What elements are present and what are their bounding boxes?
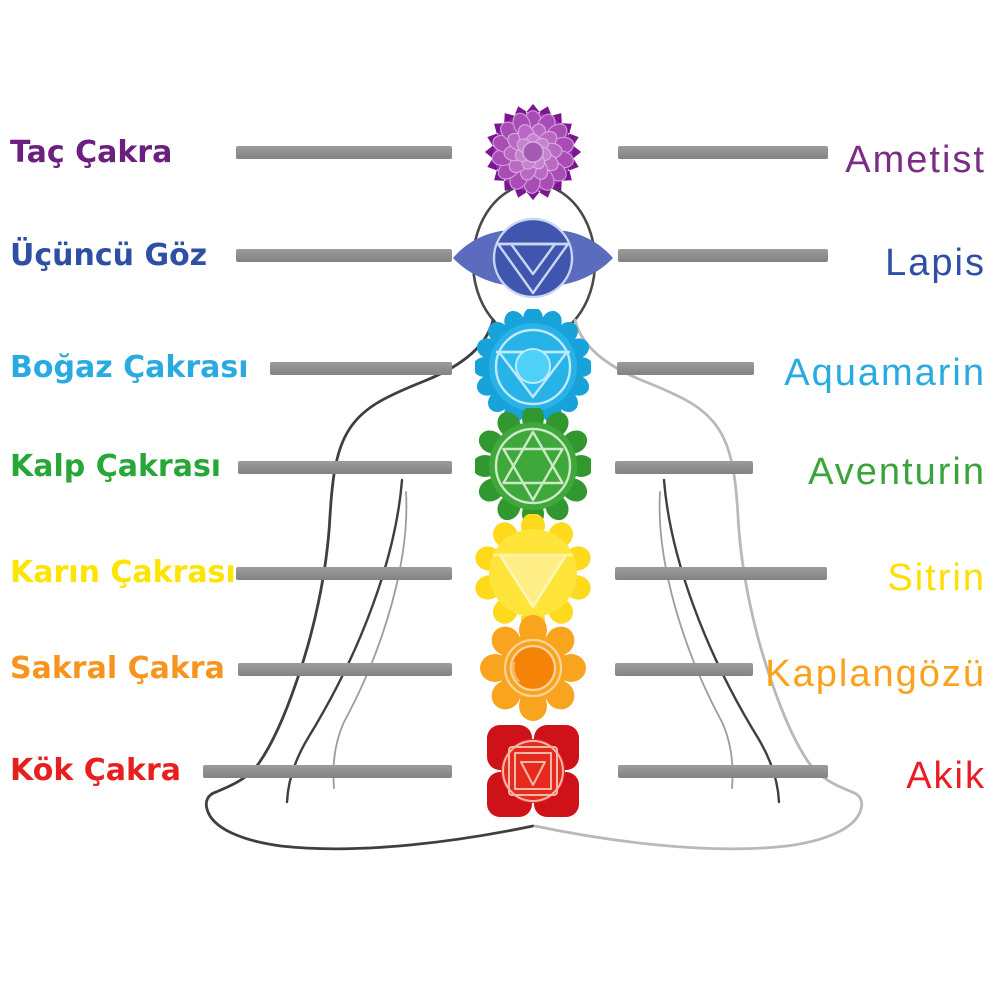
connector-bar-right: [615, 567, 827, 580]
connector-bar-left: [236, 146, 452, 159]
connector-bar-left: [238, 461, 452, 474]
third-eye-chakra-icon: [453, 217, 613, 299]
connector-bar-left: [238, 663, 452, 676]
connector-bar-left: [236, 249, 452, 262]
figure-arm-fold-left-light: [332, 491, 408, 789]
solar-plexus-chakra-icon: [475, 514, 591, 632]
chakra-name-crown: Taç Çakra: [10, 135, 173, 170]
stone-name-citrine: Sitrin: [887, 557, 986, 599]
stone-name-lapis: Lapis: [885, 242, 986, 284]
connector-bar-right: [618, 765, 828, 778]
connector-bar-right: [618, 249, 828, 262]
chakra-name-sacral: Sakral Çakra: [10, 651, 225, 686]
heart-chakra-icon: [475, 408, 591, 524]
figure-arm-fold-left-dark: [285, 478, 404, 804]
crown-chakra-icon: [484, 103, 582, 201]
connector-bar-right: [618, 146, 828, 159]
connector-bar-left: [270, 362, 452, 375]
chakra-name-throat: Boğaz Çakrası: [10, 350, 249, 385]
stone-name-aventurine: Aventurin: [808, 451, 986, 493]
figure-outline-right: [533, 318, 864, 851]
stone-name-agate: Akik: [906, 755, 986, 797]
stone-name-aquamarine: Aquamarin: [784, 352, 986, 394]
chakra-name-root: Kök Çakra: [10, 753, 181, 788]
chakra-name-third-eye: Üçüncü Göz: [10, 238, 208, 273]
sacral-chakra-icon: [480, 615, 586, 721]
chakra-name-solar-plexus: Karın Çakrası: [10, 555, 236, 590]
figure-outline-left: [204, 318, 535, 851]
connector-bar-right: [617, 362, 754, 375]
stone-name-amethyst: Ametist: [845, 139, 986, 181]
figure-arm-fold-right-light: [658, 491, 734, 789]
stone-name-tigers-eye: Kaplangözü: [765, 653, 986, 695]
connector-bar-right: [615, 663, 753, 676]
connector-bar-left: [236, 567, 452, 580]
connector-bar-left: [203, 765, 452, 778]
chakra-name-heart: Kalp Çakrası: [10, 449, 222, 484]
figure-arm-fold-right-dark: [662, 478, 781, 804]
connector-bar-right: [615, 461, 753, 474]
root-chakra-icon: [487, 725, 579, 817]
